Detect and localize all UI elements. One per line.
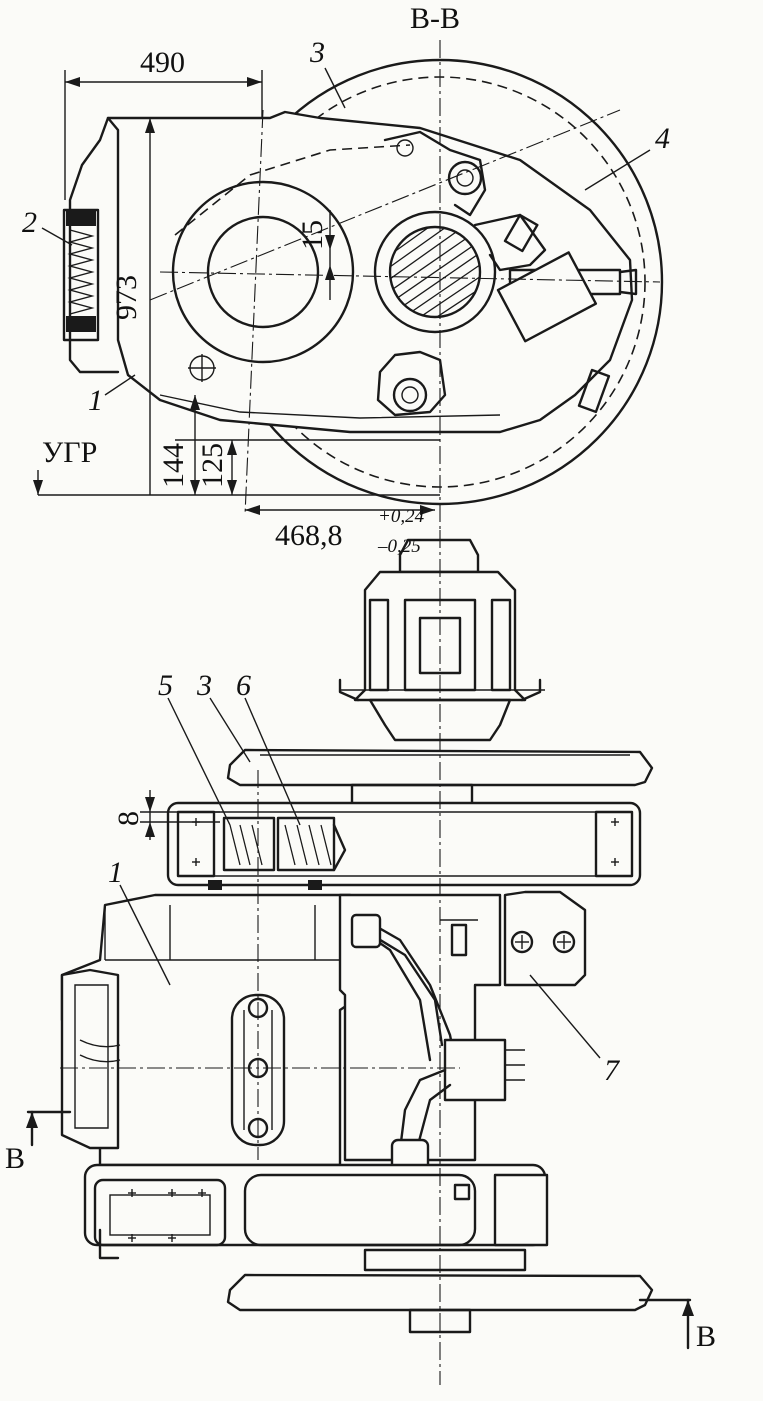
section-mark-left: В (5, 1142, 25, 1175)
spring-cap-bottom (66, 316, 96, 332)
section-view-top (33, 40, 664, 530)
leader-3b (209, 697, 251, 763)
axle-outer (373, 210, 497, 334)
axle-band-bottom (363, 1248, 527, 1272)
gear-teeth-hatching (229, 824, 332, 866)
dim-468: 468,8 (275, 519, 343, 552)
lower-bolt-marks (128, 1189, 206, 1242)
motor-body (353, 570, 527, 702)
callout-3: 3 (309, 36, 325, 69)
lower-window-left (93, 1178, 227, 1247)
gear-housing-outline (106, 110, 634, 434)
sensor-clamp (503, 213, 539, 253)
housing-inner-line-2 (159, 394, 501, 419)
motor-coil-left (368, 598, 390, 692)
callout-7: 7 (604, 1054, 621, 1087)
motor-coil-right (490, 598, 512, 692)
spring-cap-top (66, 210, 96, 226)
axle-section (388, 225, 482, 319)
center-diagonal (149, 109, 621, 301)
leader-7 (529, 974, 601, 1059)
terminal-block (443, 1038, 507, 1102)
suspension-lug-upper (383, 130, 487, 217)
leader-2 (41, 227, 73, 246)
leader-1 (104, 374, 136, 396)
datum-label: УГР (42, 436, 97, 469)
leader-1b (119, 884, 171, 986)
section-title: В-В (410, 2, 460, 35)
leader-6 (244, 697, 301, 826)
bracket-7 (503, 890, 587, 987)
callout-1b: 1 (108, 856, 123, 889)
dim-8: 8 (112, 811, 145, 826)
dim-973: 973 (110, 275, 143, 320)
callout-1: 1 (88, 384, 103, 417)
section-mark-right: В (696, 1320, 716, 1353)
dim-490: 490 (140, 46, 185, 79)
sensor-arm (473, 213, 547, 272)
lug-bolt-lower-inner (401, 386, 419, 404)
lower-window-mid (243, 1173, 477, 1247)
callout-2: 2 (22, 206, 37, 239)
dim-15: 15 (296, 220, 329, 250)
housing-inner-line (174, 144, 411, 236)
callout-6: 6 (236, 669, 251, 702)
lug-bolt-upper (447, 160, 483, 196)
left-flange (68, 116, 120, 374)
sensor-bracket (496, 251, 598, 343)
dim-125: 125 (196, 443, 229, 488)
callout-5: 5 (158, 669, 173, 702)
callout-3b: 3 (196, 669, 212, 702)
gear-case-end-right (594, 810, 634, 878)
wheel-plate (577, 368, 611, 414)
pinion-bore-inner (206, 215, 320, 329)
spring-2 (67, 229, 95, 315)
leader-3 (324, 67, 346, 109)
callout-4: 4 (655, 122, 670, 155)
dim-468-tol-upper: +0,24 (378, 506, 425, 527)
small-bolt-upper (396, 139, 414, 157)
lug-bolt-lower (392, 377, 428, 413)
dim-468-tol-lower: –0,25 (377, 536, 421, 557)
lug-bolt-upper-inner (456, 169, 474, 187)
center-vertical-pinion (244, 109, 264, 516)
suspension-lug-lower (376, 350, 447, 417)
leader-4 (584, 149, 651, 191)
dim-144: 144 (157, 443, 190, 488)
plan-view-bottom (26, 530, 694, 1385)
motor-base (368, 698, 512, 742)
leader-5 (167, 697, 231, 826)
center-horizontal (159, 271, 661, 283)
